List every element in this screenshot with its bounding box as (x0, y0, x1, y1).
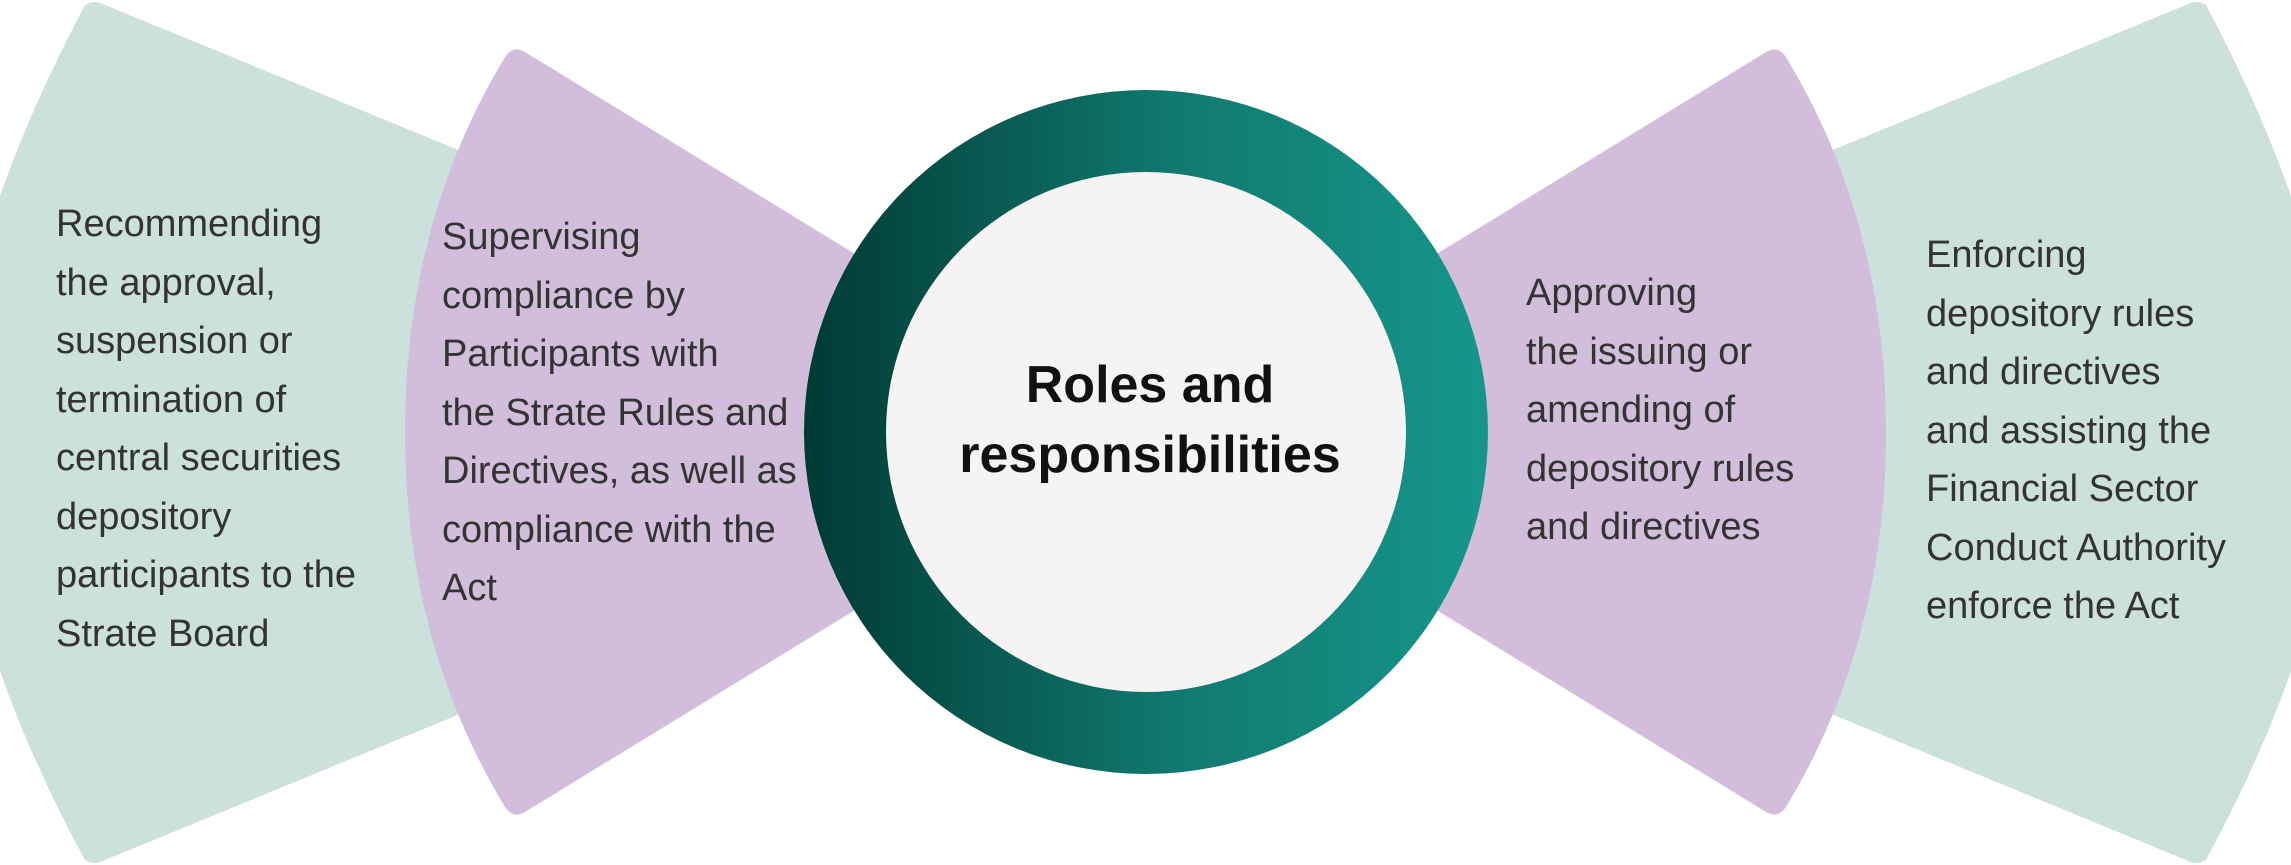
left-inner-text: Supervising compliance by Participants w… (442, 208, 797, 618)
text-line: Act (442, 567, 497, 609)
text-line: and assisting the (1926, 409, 2212, 452)
text-line: depository (56, 495, 232, 538)
text-line: termination of (56, 378, 287, 421)
center-title: Roles and responsibilities (900, 350, 1400, 490)
text-line: the approval, (56, 261, 276, 304)
text-line: compliance with the (442, 508, 776, 551)
text-line: Supervising (442, 216, 641, 258)
text-line: Enforcing (1926, 234, 2087, 276)
center-title-line-1: Roles and (1025, 356, 1275, 414)
right-outer-text: Enforcing depository rules and directive… (1926, 226, 2226, 636)
text-line: compliance by (442, 274, 685, 317)
left-outer-text: Recommending the approval, suspension or… (56, 195, 356, 663)
text-line: participants to the (56, 554, 356, 596)
text-line: Strate Board (56, 612, 270, 655)
text-line: Directives, as well as (442, 450, 797, 492)
center-disc (886, 172, 1406, 692)
text-line: Financial Sector (1926, 468, 2199, 510)
text-line: depository rules (1526, 447, 1795, 490)
text-line: and directives (1926, 351, 2161, 393)
text-line: amending of (1526, 389, 1736, 431)
right-inner-petal (1146, 49, 1886, 815)
right-inner-text: Approving the issuing or amending of dep… (1526, 264, 1794, 557)
left-inner-petal (405, 49, 1146, 815)
text-line: the issuing or (1526, 330, 1753, 373)
text-line: the Strate Rules and (442, 391, 789, 434)
text-line: Conduct Authority (1926, 526, 2226, 569)
text-line: central securities (56, 437, 342, 479)
text-line: Approving (1526, 272, 1698, 314)
text-line: and directives (1526, 506, 1761, 548)
text-line: Recommending (56, 203, 323, 245)
center-title-line-2: responsibilities (959, 426, 1341, 484)
text-line: suspension or (56, 320, 293, 362)
text-line: Participants with (442, 333, 719, 375)
text-line: depository rules (1926, 292, 2195, 335)
text-line: enforce the Act (1926, 585, 2180, 627)
